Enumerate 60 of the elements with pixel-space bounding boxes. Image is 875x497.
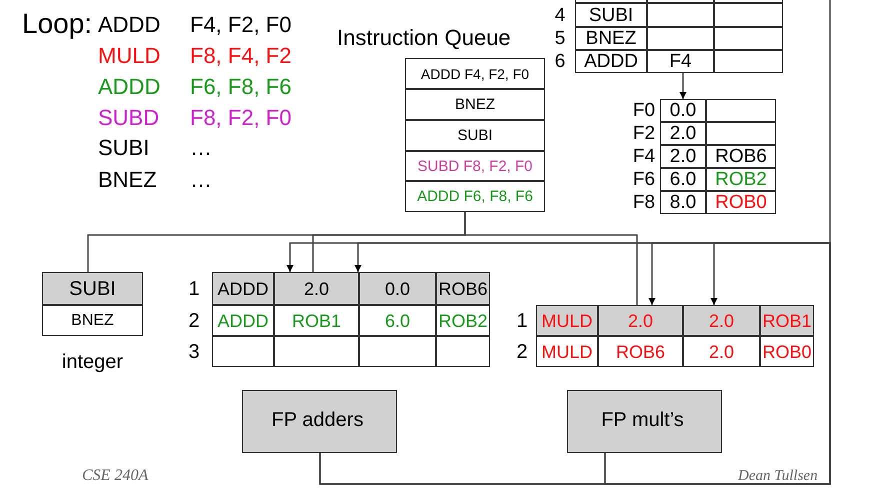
queue-entry: ADDD F6, F8, F6 xyxy=(405,181,545,212)
table-cell: 6.0 xyxy=(359,305,436,336)
connector-line xyxy=(464,212,638,305)
table-cell: BNEZ xyxy=(42,305,143,336)
opcode: SUBD xyxy=(98,107,160,129)
opcode: ADDD xyxy=(98,76,160,98)
operands: F8, F4, F2 xyxy=(190,45,292,67)
functional-unit-box xyxy=(242,390,397,453)
ellipsis: … xyxy=(190,169,212,191)
table-cell: 2.0 xyxy=(598,305,683,336)
table-cell: 2.0 xyxy=(660,122,706,145)
operands: F6, F8, F6 xyxy=(190,76,292,98)
table-cell: 6.0 xyxy=(660,168,706,191)
table-cell: MULD xyxy=(536,305,598,336)
table-cell: 0.0 xyxy=(359,272,436,305)
operands: F4, F2, F0 xyxy=(190,14,292,36)
arrow xyxy=(680,73,686,99)
opcode: MULD xyxy=(98,45,160,67)
table-cell: SUBI xyxy=(42,272,143,305)
table-cell: 2.0 xyxy=(274,272,359,305)
functional-unit-box xyxy=(567,390,722,453)
table-cell: ROB0 xyxy=(706,191,776,214)
table-cell: ROB6 xyxy=(436,272,490,305)
table-cell: ADDD xyxy=(575,50,647,73)
table-cell: ROB1 xyxy=(760,305,814,336)
table-cell: ROB6 xyxy=(598,336,683,367)
arrow xyxy=(604,242,831,485)
loop-label: Loop: xyxy=(22,10,92,38)
table-cell: 2.0 xyxy=(683,305,760,336)
connector-line xyxy=(319,0,831,485)
unit-name: FP adders xyxy=(270,408,364,432)
queue-entry: BNEZ xyxy=(405,89,545,120)
ellipsis: … xyxy=(190,137,212,159)
footer-text: CSE 240A xyxy=(82,468,148,484)
table-cell: ADDD xyxy=(212,272,274,305)
table-cell: 2.0 xyxy=(683,336,760,367)
queue-entry: ADDD F4, F2, F0 xyxy=(405,58,545,89)
unit-caption: integer xyxy=(60,352,124,372)
table-cell: SUBI xyxy=(575,3,647,27)
integer-unit-table xyxy=(42,272,143,336)
table-cell: BNEZ xyxy=(575,27,647,50)
queue-entry: SUBI xyxy=(405,120,545,151)
opcode: BNEZ xyxy=(98,169,157,191)
operands: F8, F2, F0 xyxy=(190,107,292,129)
table-cell: ROB6 xyxy=(706,145,776,168)
table-cell: ROB2 xyxy=(706,168,776,191)
table-cell: 8.0 xyxy=(660,191,706,214)
table-cell: 0.0 xyxy=(660,99,706,122)
opcode: ADDD xyxy=(98,14,160,36)
opcode: SUBI xyxy=(98,137,150,159)
footer-text: Dean Tullsen xyxy=(738,469,818,484)
table-cell: ROB2 xyxy=(436,305,490,336)
table-cell: ADDD xyxy=(212,305,274,336)
table-cell: ROB0 xyxy=(760,336,814,367)
table-cell: MULD xyxy=(536,336,598,367)
queue-entry: SUBD F8, F2, F0 xyxy=(405,151,545,181)
unit-name: FP mult’s xyxy=(600,408,685,432)
table-cell: ROB1 xyxy=(274,305,359,336)
table-cell: F4 xyxy=(647,50,714,73)
table-cell: 2.0 xyxy=(660,145,706,168)
